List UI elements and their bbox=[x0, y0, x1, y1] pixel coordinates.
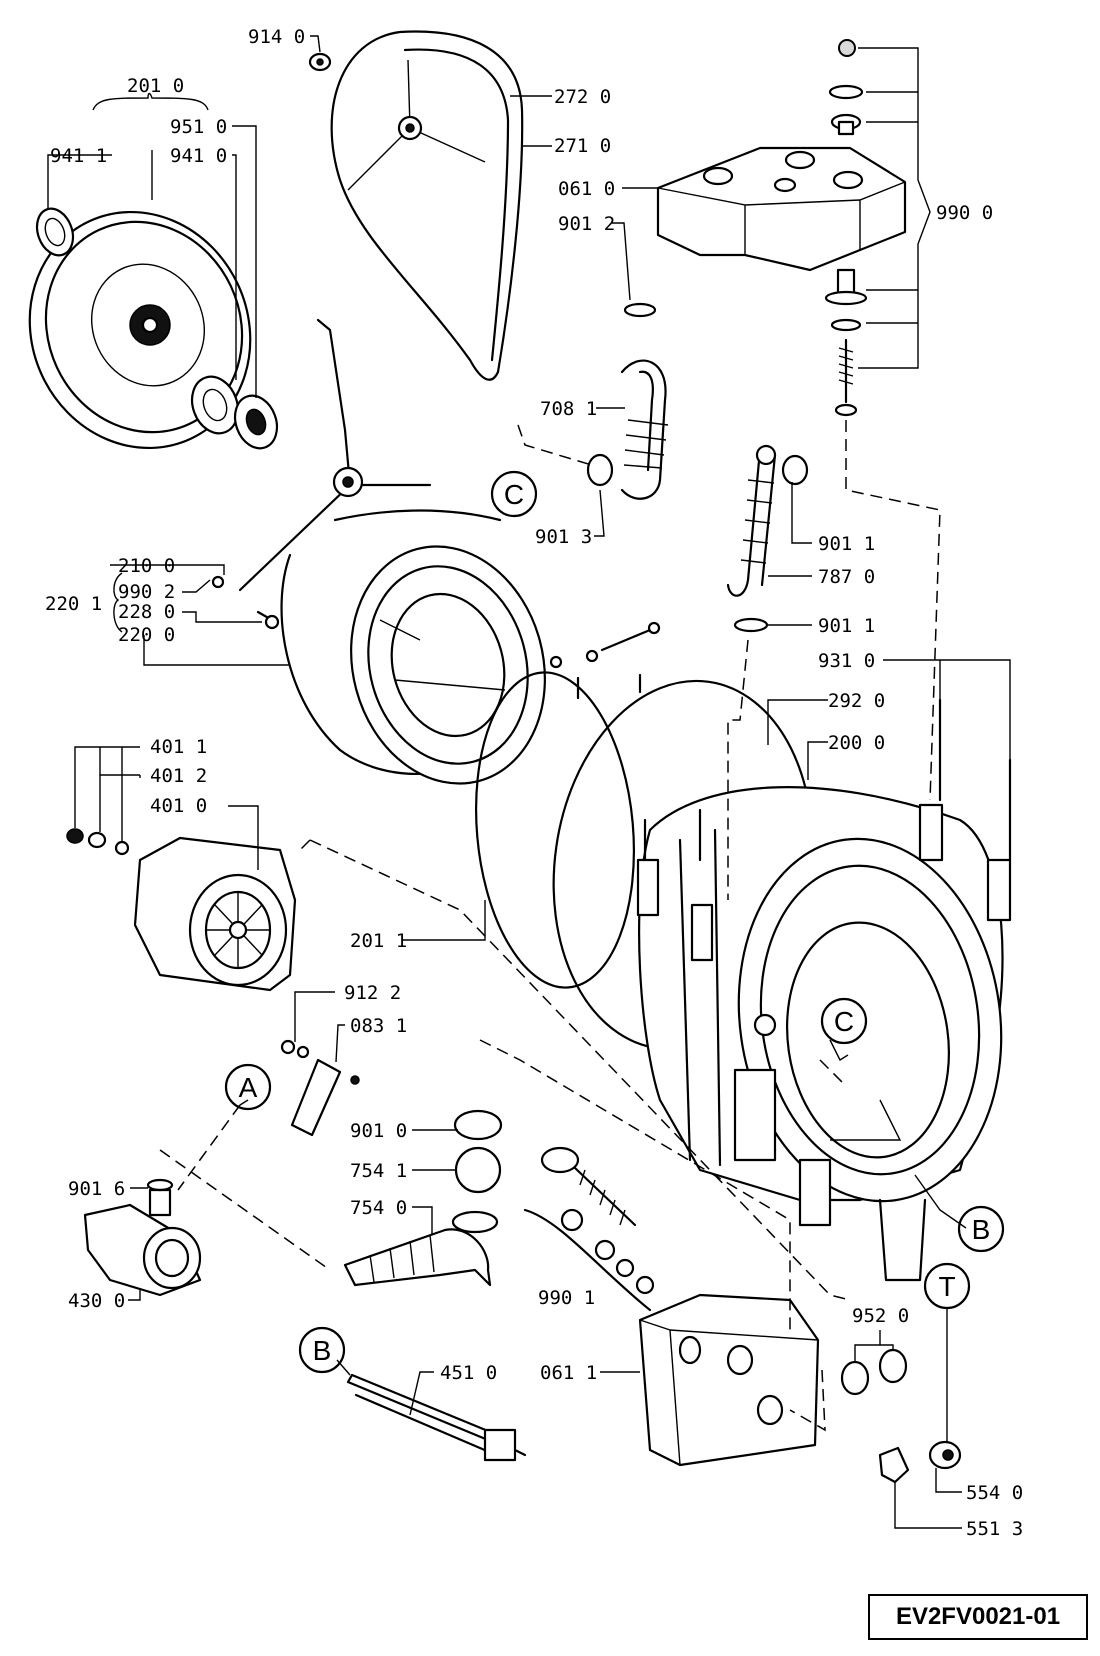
fixing-kit-990-0-drawing bbox=[824, 39, 868, 417]
label-401-0: 401 0 bbox=[150, 795, 207, 817]
label-271-0: 271 0 bbox=[554, 135, 611, 157]
motor-401-0-drawing bbox=[133, 836, 297, 992]
dashed-connectors bbox=[159, 420, 941, 1432]
label-554-0: 554 0 bbox=[966, 1482, 1023, 1504]
reference-markers: C C A B B T bbox=[224, 470, 1005, 1374]
label-914-0: 914 0 bbox=[248, 26, 305, 48]
label-901-0: 901 0 bbox=[350, 1120, 407, 1142]
label-210-0: 210 0 bbox=[118, 555, 175, 577]
bearing-941-1-drawing bbox=[35, 207, 75, 257]
counterweight-top-drawing bbox=[656, 146, 907, 272]
label-292-0: 292 0 bbox=[828, 690, 885, 712]
clip-901-1-drawing bbox=[733, 454, 809, 633]
label-401-1: 401 1 bbox=[150, 736, 207, 758]
part-labels: 914 0 201 0 272 0 271 0 951 0 941 1 941 … bbox=[45, 26, 1023, 1540]
bearing-941-0-drawing bbox=[190, 375, 240, 435]
label-901-1-upper: 901 1 bbox=[818, 533, 875, 555]
label-083-1: 083 1 bbox=[350, 1015, 407, 1037]
label-901-6: 901 6 bbox=[68, 1178, 125, 1200]
label-708-1: 708 1 bbox=[540, 398, 597, 420]
label-990-0: 990 0 bbox=[936, 202, 993, 224]
label-951-0: 951 0 bbox=[170, 116, 227, 138]
drain-pump-430-0-drawing bbox=[83, 1178, 202, 1297]
heater-451-0-drawing bbox=[346, 1373, 527, 1462]
label-931-0: 931 0 bbox=[818, 650, 875, 672]
hose-708-1-drawing bbox=[620, 359, 669, 500]
ball-754-1-drawing bbox=[454, 1146, 502, 1194]
label-061-0: 061 0 bbox=[558, 178, 615, 200]
label-201-0: 201 0 bbox=[127, 75, 184, 97]
label-220-1: 220 1 bbox=[45, 593, 102, 615]
hose-787-0-drawing bbox=[726, 444, 777, 597]
counterweight-front-drawing bbox=[638, 1293, 820, 1467]
marker-c-top: C bbox=[490, 470, 538, 518]
svg-text:C: C bbox=[834, 1006, 854, 1037]
svg-text:T: T bbox=[938, 1271, 955, 1302]
svg-text:B: B bbox=[972, 1214, 991, 1245]
label-901-2: 901 2 bbox=[558, 213, 615, 235]
label-941-1: 941 1 bbox=[50, 145, 107, 167]
svg-text:B: B bbox=[313, 1335, 332, 1366]
clip-901-2-drawing bbox=[623, 302, 657, 318]
label-754-1: 754 1 bbox=[350, 1160, 407, 1182]
screw-228-0-drawing bbox=[211, 575, 280, 630]
motor-parts-401-drawing bbox=[66, 828, 130, 856]
tub-springs-931-0-drawing bbox=[636, 698, 1012, 962]
label-551-3: 551 3 bbox=[966, 1518, 1023, 1540]
shock-fixing-990-1-drawing bbox=[523, 1146, 655, 1312]
seal-951-0-drawing bbox=[233, 394, 279, 450]
label-220-0: 220 0 bbox=[118, 624, 175, 646]
marker-t: T bbox=[923, 1262, 971, 1310]
label-451-0: 451 0 bbox=[440, 1362, 497, 1384]
label-061-1: 061 1 bbox=[540, 1362, 597, 1384]
label-272-0: 272 0 bbox=[554, 86, 611, 108]
sump-hose-754-0-drawing bbox=[343, 1210, 499, 1287]
label-754-0: 754 0 bbox=[350, 1197, 407, 1219]
label-912-2: 912 2 bbox=[344, 982, 401, 1004]
label-941-0: 941 0 bbox=[170, 145, 227, 167]
label-990-1: 990 1 bbox=[538, 1287, 595, 1309]
belt-and-seal-ring-drawing bbox=[330, 30, 524, 381]
label-901-3: 901 3 bbox=[535, 526, 592, 548]
label-787-0: 787 0 bbox=[818, 566, 875, 588]
marker-a: A bbox=[224, 1063, 272, 1111]
label-201-1: 201 1 bbox=[350, 930, 407, 952]
clip-901-3-drawing bbox=[586, 453, 614, 487]
bracket-083-1-drawing bbox=[280, 1039, 360, 1137]
marker-b-tub: B bbox=[957, 1205, 1005, 1253]
marker-b-heater: B bbox=[298, 1326, 346, 1374]
marker-c-tub: C bbox=[820, 997, 868, 1045]
label-401-2: 401 2 bbox=[150, 765, 207, 787]
clip-901-0-drawing bbox=[453, 1109, 503, 1141]
svg-text:C: C bbox=[504, 479, 524, 510]
label-901-1-lower: 901 1 bbox=[818, 615, 875, 637]
gaskets-952-0-drawing bbox=[840, 1348, 908, 1396]
svg-text:A: A bbox=[239, 1072, 258, 1103]
sensor-554-0-drawing bbox=[928, 1440, 962, 1470]
label-430-0: 430 0 bbox=[68, 1290, 125, 1312]
tub-ring-201-1-drawing bbox=[474, 671, 636, 989]
drum-220-0-drawing bbox=[238, 318, 546, 785]
leader-lines bbox=[47, 35, 1011, 1529]
nut-914-0-drawing bbox=[308, 52, 332, 72]
label-952-0: 952 0 bbox=[852, 1305, 909, 1327]
bolt-drawing bbox=[549, 621, 661, 669]
knob-551-3-drawing bbox=[878, 1446, 910, 1484]
label-990-2: 990 2 bbox=[118, 581, 175, 603]
document-code-box: EV2FV0021-01 bbox=[868, 1594, 1088, 1640]
tub-200-0-drawing bbox=[638, 786, 1004, 1282]
pulley-drawing bbox=[28, 210, 252, 450]
label-228-0: 228 0 bbox=[118, 601, 175, 623]
label-200-0: 200 0 bbox=[828, 732, 885, 754]
